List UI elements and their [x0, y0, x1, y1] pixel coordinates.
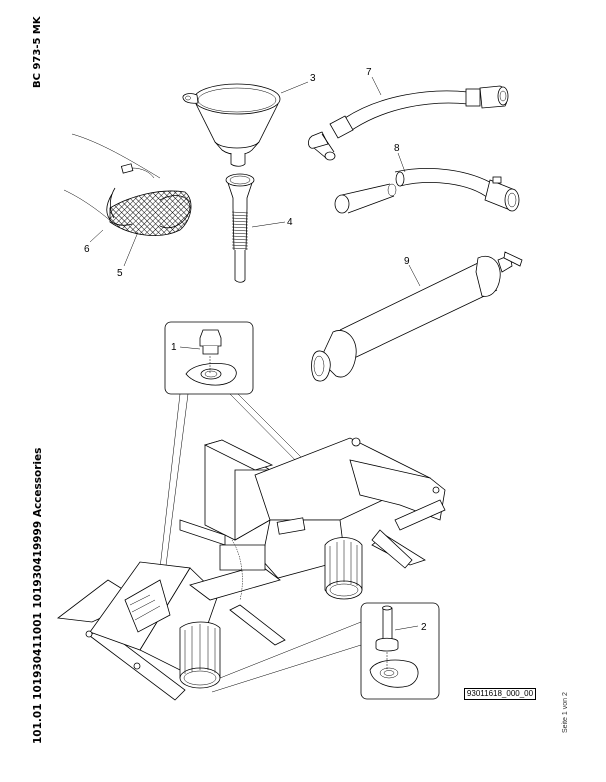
- callout-9: 9: [404, 256, 410, 267]
- callout-6: 6: [84, 244, 90, 255]
- drain-hose-with-clamp: [334, 168, 520, 214]
- spout-rib: [231, 241, 249, 244]
- callout-8: 8: [394, 143, 400, 154]
- oil-suction-pump: [311, 251, 523, 382]
- drum-front: [179, 621, 221, 689]
- callout-4: 4: [287, 217, 293, 228]
- spout-rib: [231, 229, 249, 232]
- spout-rib: [231, 232, 249, 235]
- spout-rib: [231, 238, 249, 241]
- detail-box-drain-adapter: [360, 602, 440, 700]
- callout-7: 7: [366, 67, 372, 78]
- spout-rib: [231, 211, 249, 214]
- funnel: [182, 83, 281, 167]
- callout-1: 1: [171, 342, 177, 353]
- spout-rib: [231, 223, 249, 226]
- spout-rib: [231, 235, 249, 238]
- drain-hose-with-fitting: [308, 85, 509, 161]
- spout-rib: [231, 247, 249, 250]
- drawing-number-box: 93011618_000_00: [464, 688, 536, 700]
- callout-5: 5: [117, 268, 123, 279]
- spout-rib: [231, 220, 249, 223]
- machine-frame: [56, 437, 446, 701]
- callout-3: 3: [310, 73, 316, 84]
- drum-rear: [324, 537, 363, 600]
- funnel-extension: [225, 173, 255, 283]
- callout-2: 2: [421, 622, 427, 633]
- spout-rib: [231, 214, 249, 217]
- spout-rib: [231, 217, 249, 220]
- spout-rib: [231, 226, 249, 229]
- detail-box-drain-plug: [164, 321, 254, 395]
- spout-rib: [231, 244, 249, 247]
- mesh-sleeve-assembly: [63, 133, 192, 236]
